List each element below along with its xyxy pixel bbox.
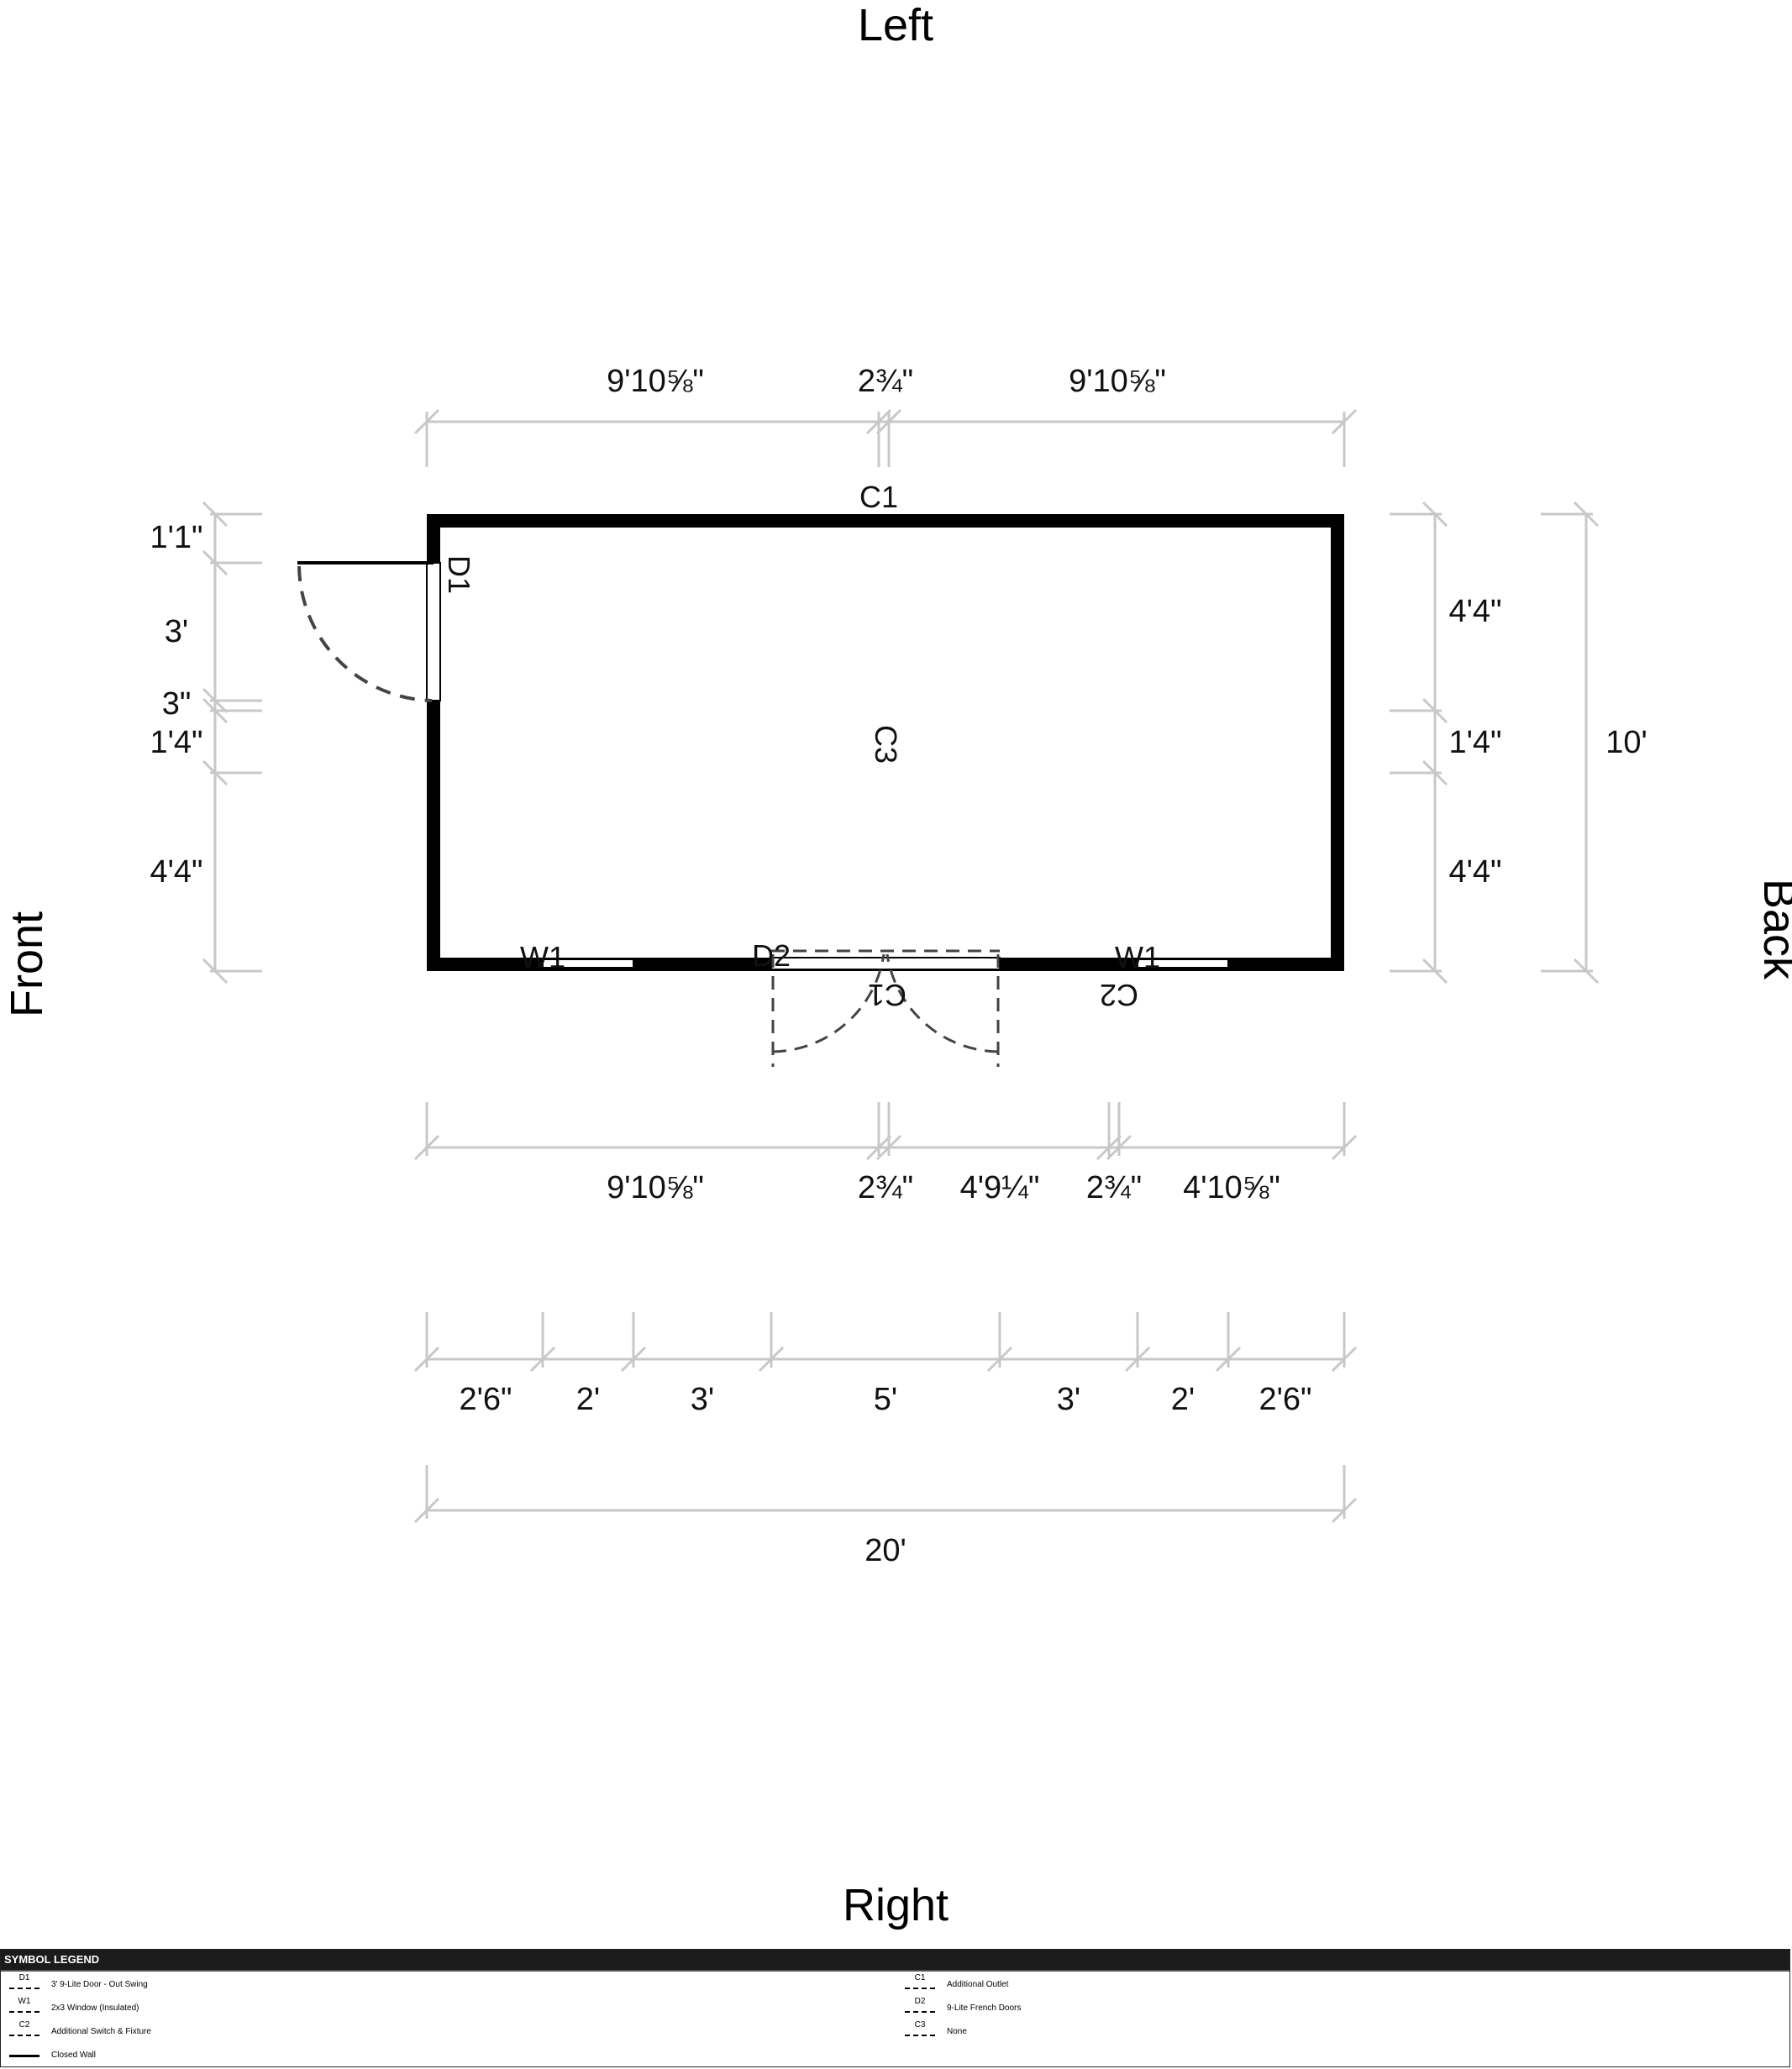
tag-w1-left: W1 [520,940,565,974]
legend-body: D1 3' 9-Lite Door - Out Swing W1 2x3 Win… [1,1970,1789,2067]
tag-w1-right: W1 [1115,940,1160,974]
none-symbol-icon: C3 [901,2020,938,2042]
side-label-back: Back [1754,879,1792,980]
dim-front-5: 4'4" [150,854,202,890]
dim-bottom-3: 4'9¼" [960,1170,1040,1205]
legend-label: Additional Switch & Fixture [51,2026,151,2036]
dim-bottom-5: 4'10⅝" [1183,1170,1280,1205]
dim-back-3: 4'4" [1448,854,1501,890]
dimension-lines [202,408,1600,1524]
dim-section-6: 2' [1171,1382,1195,1417]
side-label-left: Left [858,0,933,50]
legend-item-c1: C1 Additional Outlet [901,1973,1008,1995]
dim-bottom-1: 9'10⅝" [607,1170,704,1205]
legend-item-w1: W1 2x3 Window (Insulated) [6,1997,139,2019]
dim-section-5: 3' [1057,1382,1080,1417]
dim-overall-depth: 10' [1605,725,1647,760]
dim-top-1: 9'10⅝" [607,364,704,399]
window-symbol-icon: W1 [6,1997,43,2019]
dim-front-1: 1'1" [150,520,202,555]
switch-symbol-icon: C2 [6,2020,43,2042]
window-w1-right [1137,958,1229,969]
legend-item-closed-wall: Closed Wall [6,2044,96,2066]
dim-section-7: 2'6" [1259,1382,1311,1417]
tag-c2: C2 [1100,978,1138,1012]
dim-section-3: 3' [691,1382,714,1417]
building-walls [427,514,1344,971]
dim-section-4: 5' [874,1382,897,1417]
legend-item-c2: C2 Additional Switch & Fixture [6,2020,151,2042]
side-label-right: Right [843,1880,949,1930]
legend-label: Closed Wall [51,2050,96,2060]
dim-bottom-4: 2¾" [1086,1170,1142,1205]
tag-c1-bottom: C1 [868,978,907,1012]
legend-item-c3: C3 None [901,2020,967,2042]
tag-d1: D1 [442,555,476,594]
side-label-front: Front [2,911,52,1017]
dim-section-1: 2'6" [459,1382,512,1417]
window-w1-left [542,958,634,969]
tag-d2: D2 [752,938,791,973]
legend-title: SYMBOL LEGEND [1,1950,1789,1970]
french-door-symbol-icon: D2 [901,1997,938,2019]
outlet-symbol-icon: C1 [901,1973,938,1995]
dim-front-4: 1'4" [150,725,202,760]
wall-symbol-icon [6,2044,43,2066]
legend-label: None [947,2026,967,2036]
french-doors-d2 [770,949,1001,1067]
legend-label: Additional Outlet [947,1979,1009,1989]
legend-item-d2: D2 9-Lite French Doors [901,1997,1021,2019]
floor-plan: Left Right Front Back [2,0,1792,1930]
legend-item-d1: D1 3' 9-Lite Door - Out Swing [6,1973,148,1995]
legend-label: 9-Lite French Doors [947,2003,1022,2013]
legend-label: 3' 9-Lite Door - Out Swing [51,1979,148,1989]
dim-front-2: 3' [165,614,188,649]
dim-top-3: 9'10⅝" [1069,364,1166,399]
door-d1 [297,561,441,702]
dim-overall-length: 20' [864,1533,907,1568]
dim-back-1: 4'4" [1448,594,1501,629]
dim-front-3: 3" [162,686,192,722]
tag-c1-top: C1 [859,480,898,514]
dim-bottom-2: 2¾" [858,1170,913,1205]
door-symbol-icon: D1 [6,1973,43,1995]
symbol-legend: SYMBOL LEGEND D1 3' 9-Lite Door - Out Sw… [0,1949,1790,2067]
tag-c3-center: C3 [869,725,903,764]
legend-label: 2x3 Window (Insulated) [51,2003,139,2013]
dim-top-2: 2¾" [858,364,913,399]
dim-back-2: 1'4" [1448,725,1501,760]
dim-section-2: 2' [576,1382,600,1417]
